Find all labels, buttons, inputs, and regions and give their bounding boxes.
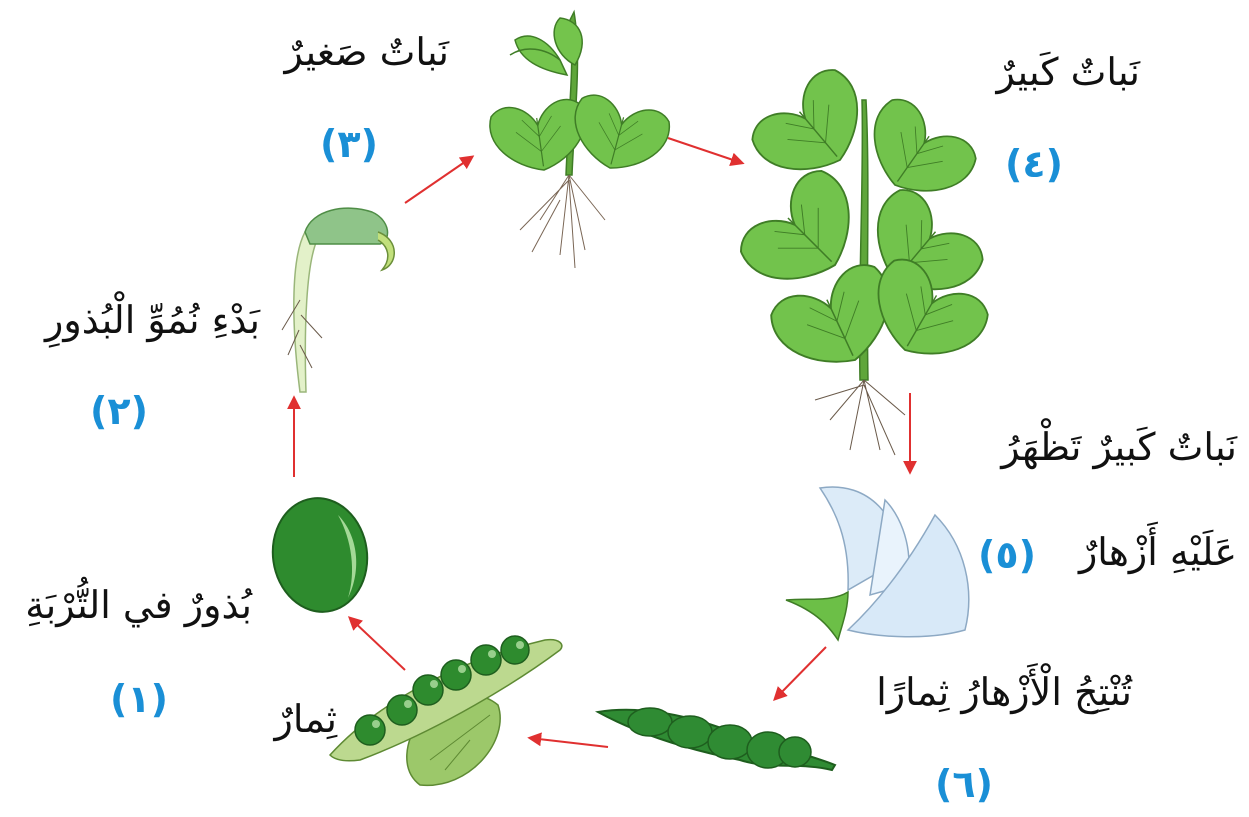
stage-4-number: (٤) bbox=[1005, 145, 1063, 183]
large-plant-icon bbox=[732, 62, 994, 455]
sprout-icon bbox=[282, 208, 394, 392]
stage-5-number: (٥) bbox=[978, 536, 1036, 574]
stage-4-label: نَباتٌ كَبيرٌ bbox=[997, 50, 1140, 96]
stage-5-label-line2: عَلَيْهِ أَزْهارٌ bbox=[1079, 530, 1237, 576]
stage-2-number: (٢) bbox=[90, 392, 148, 430]
arrow-6-to-fruits bbox=[530, 738, 608, 747]
stage-3-label: نَباتٌ صَغيرٌ bbox=[284, 30, 449, 76]
green-pod-icon bbox=[598, 708, 835, 770]
stage-1-label: بُذورٌ في التُّرْبَةِ bbox=[25, 583, 252, 629]
stage-3-number: (٣) bbox=[320, 125, 378, 163]
arrow-2-to-3 bbox=[405, 157, 472, 203]
stage-6-label: تُنْتِجُ الْأَزْهارُ ثِمارًا bbox=[876, 670, 1132, 716]
open-pod-icon bbox=[330, 636, 562, 785]
stage-1-number: (١) bbox=[110, 680, 168, 718]
arrow-3-to-4 bbox=[668, 138, 742, 163]
flower-icon bbox=[786, 487, 969, 640]
stage-6-number: (٦) bbox=[935, 765, 993, 803]
small-plant-icon bbox=[487, 12, 673, 268]
arrow-fruits-to-1 bbox=[350, 618, 405, 670]
stage-2-label: بَدْءِ نُمُوِّ الْبُذورِ bbox=[45, 298, 260, 344]
stage-5-label-line1: نَباتٌ كَبيرٌ تَظْهَرُ bbox=[1001, 425, 1237, 471]
arrow-5-to-6 bbox=[775, 647, 826, 699]
fruits-label: ثِمارٌ bbox=[275, 697, 337, 743]
seed-icon bbox=[266, 492, 375, 618]
